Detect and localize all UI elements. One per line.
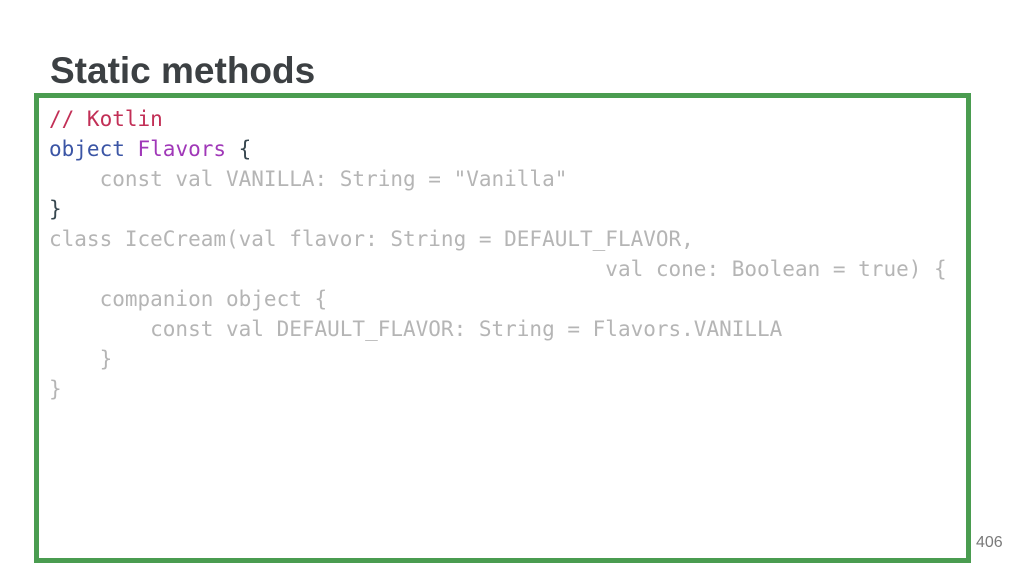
- code-segment-gray: class IceCream(val flavor: String = DEFA…: [49, 227, 694, 251]
- code-segment-red: // Kotlin: [49, 107, 163, 131]
- code-segment-gray: companion object {: [49, 287, 328, 311]
- code-line: const val VANILLA: String = "Vanilla": [49, 164, 966, 194]
- code-line: // Kotlin: [49, 104, 966, 134]
- code-segment-gray: val cone: Boolean = true) {: [49, 257, 947, 281]
- slide-title: Static methods: [50, 50, 316, 91]
- code-line: const val DEFAULT_FLAVOR: String = Flavo…: [49, 314, 966, 344]
- code-segment-gray: }: [49, 347, 113, 371]
- code-box-green-border: // Kotlin object Flavors { const val VANI…: [34, 93, 971, 563]
- code-line: val cone: Boolean = true) {: [49, 254, 966, 284]
- code-segment-purple: Flavors: [137, 137, 227, 161]
- code-line: object Flavors {: [49, 134, 966, 164]
- code-segment-blue: object: [49, 137, 125, 161]
- code-segment-gray: }: [49, 377, 62, 401]
- code-segment-gray: const val VANILLA: String = "Vanilla": [49, 167, 568, 191]
- code-block: // Kotlin object Flavors { const val VANI…: [39, 98, 966, 404]
- code-segment-gray: const val DEFAULT_FLAVOR: String = Flavo…: [49, 317, 783, 341]
- code-line: }: [49, 194, 966, 224]
- code-segment-dark: [125, 137, 138, 161]
- page-number: 406: [976, 534, 1003, 551]
- code-line: }: [49, 374, 966, 404]
- code-line: }: [49, 344, 966, 374]
- code-segment-dark: {: [226, 137, 252, 161]
- code-segment-dark: }: [49, 197, 62, 221]
- code-line: class IceCream(val flavor: String = DEFA…: [49, 224, 966, 254]
- code-line: companion object {: [49, 284, 966, 314]
